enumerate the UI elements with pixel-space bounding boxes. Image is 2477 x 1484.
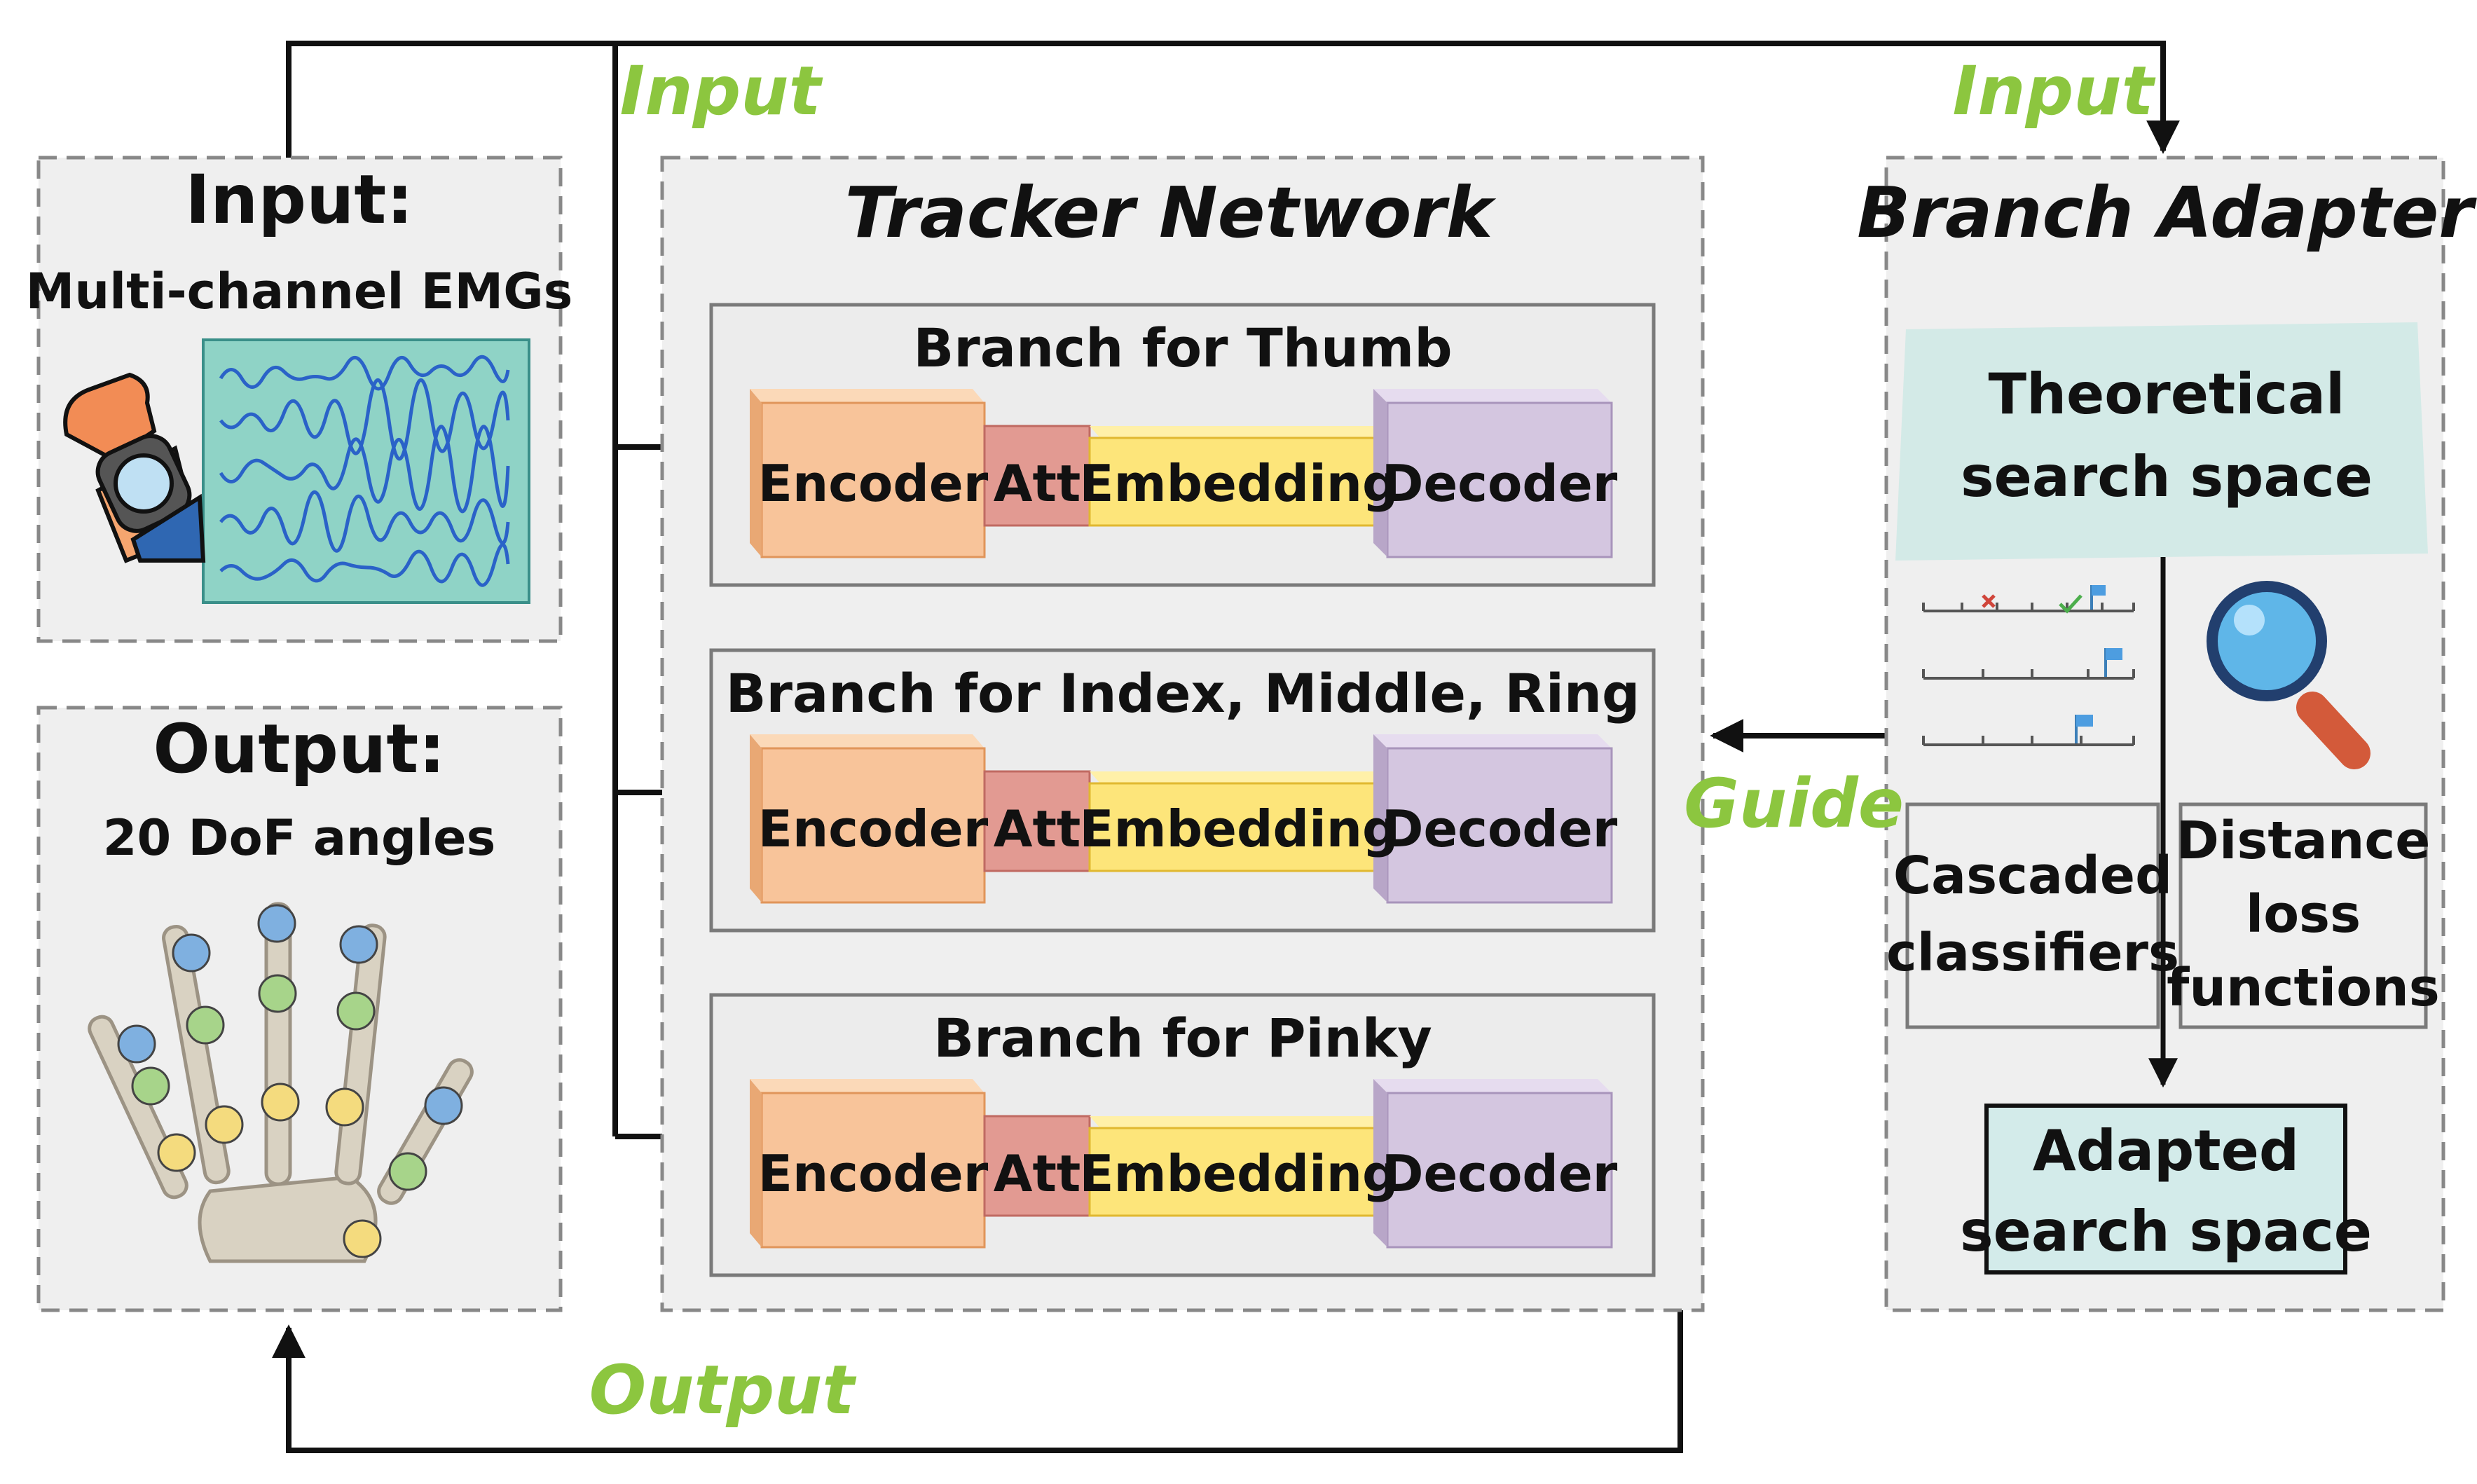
att-block (983, 425, 1091, 527)
distance-line2: loss (2246, 884, 2361, 944)
embedding-label: Embedding (1079, 454, 1398, 513)
cascaded-line2: classifiers (1886, 923, 2179, 983)
theoretical-search-space: Theoretical search space (1895, 322, 2428, 561)
adapted-line2: search space (1960, 1199, 2372, 1264)
embedding-label: Embedding (1079, 1144, 1398, 1203)
guide-flow-label: Guide (1684, 764, 1904, 843)
cascaded-line1: Cascaded (1893, 846, 2172, 906)
encoder-block (750, 734, 986, 904)
cascaded-classifiers-box: Cascaded classifiers (1886, 802, 2179, 1029)
hand-skeleton-icon (88, 902, 474, 1263)
search-timeline-icon (1922, 594, 2135, 746)
encoder-label: Encoder (758, 454, 989, 513)
decoder-label: Decoder (1382, 799, 1618, 858)
encoder-block (750, 1079, 986, 1249)
branch-adapter-panel: Branch Adapter Theoretical search space (1857, 156, 2477, 1312)
input-panel: Input: Multi-channel EMGs (26, 156, 573, 643)
tracker-network-panel: Tracker Network Branch for Thumb Encoder… (660, 156, 1705, 1312)
branch-pinky: Branch for Pinky Encoder Att Embedding D… (709, 993, 1656, 1277)
encoder-label: Encoder (758, 799, 989, 858)
distance-loss-box: Distance loss functions (2167, 802, 2440, 1029)
branch-title: Branch for Pinky (933, 1007, 1432, 1069)
embedding-block (1088, 1116, 1385, 1217)
input-flow-label-right: Input (1952, 52, 2155, 130)
emg-signal-plot (202, 338, 530, 604)
embedding-block (1088, 426, 1385, 527)
branch-title: Branch for Thumb (913, 317, 1452, 379)
input-flow-label-left: Input (619, 52, 823, 130)
decoder-block (1373, 1079, 1613, 1249)
theoretical-line2: search space (1961, 444, 2373, 509)
decoder-label: Decoder (1382, 454, 1618, 513)
distance-line3: functions (2167, 958, 2440, 1018)
branch-thumb: Branch for Thumb Encoder Att Embedding D… (709, 303, 1656, 587)
theoretical-line1: Theoretical (1989, 362, 2345, 427)
embedding-label: Embedding (1079, 799, 1398, 858)
output-panel: Output: 20 DoF angles (36, 706, 563, 1312)
flag-icon (2075, 585, 2122, 743)
output-flow-label: Output (589, 1351, 857, 1429)
att-label: Att (994, 454, 1081, 513)
decoder-block (1373, 389, 1613, 558)
att-block (983, 770, 1091, 872)
adapted-search-space-box: Adapted search space (1960, 1104, 2372, 1275)
embedding-block (1088, 771, 1385, 872)
adapter-title: Branch Adapter (1857, 172, 2477, 254)
att-label: Att (994, 1144, 1081, 1203)
output-title: Output: (153, 710, 445, 788)
output-subtitle: 20 DoF angles (103, 809, 495, 867)
distance-line1: Distance (2176, 811, 2431, 871)
encoder-label: Encoder (758, 1144, 989, 1203)
branch-index-middle-ring: Branch for Index, Middle, Ring Encoder A… (709, 648, 1656, 933)
branch-title: Branch for Index, Middle, Ring (726, 662, 1640, 724)
wrist-sensor-icon (63, 372, 206, 563)
encoder-block (750, 389, 986, 558)
adapted-line1: Adapted (2033, 1118, 2299, 1183)
magnifier-icon (2207, 581, 2370, 769)
input-subtitle: Multi-channel EMGs (26, 263, 573, 320)
input-title: Input: (185, 160, 413, 239)
tracker-title: Tracker Network (845, 172, 1497, 254)
decoder-label: Decoder (1382, 1144, 1618, 1203)
att-label: Att (994, 799, 1081, 858)
decoder-block (1373, 734, 1613, 904)
att-block (983, 1115, 1091, 1217)
